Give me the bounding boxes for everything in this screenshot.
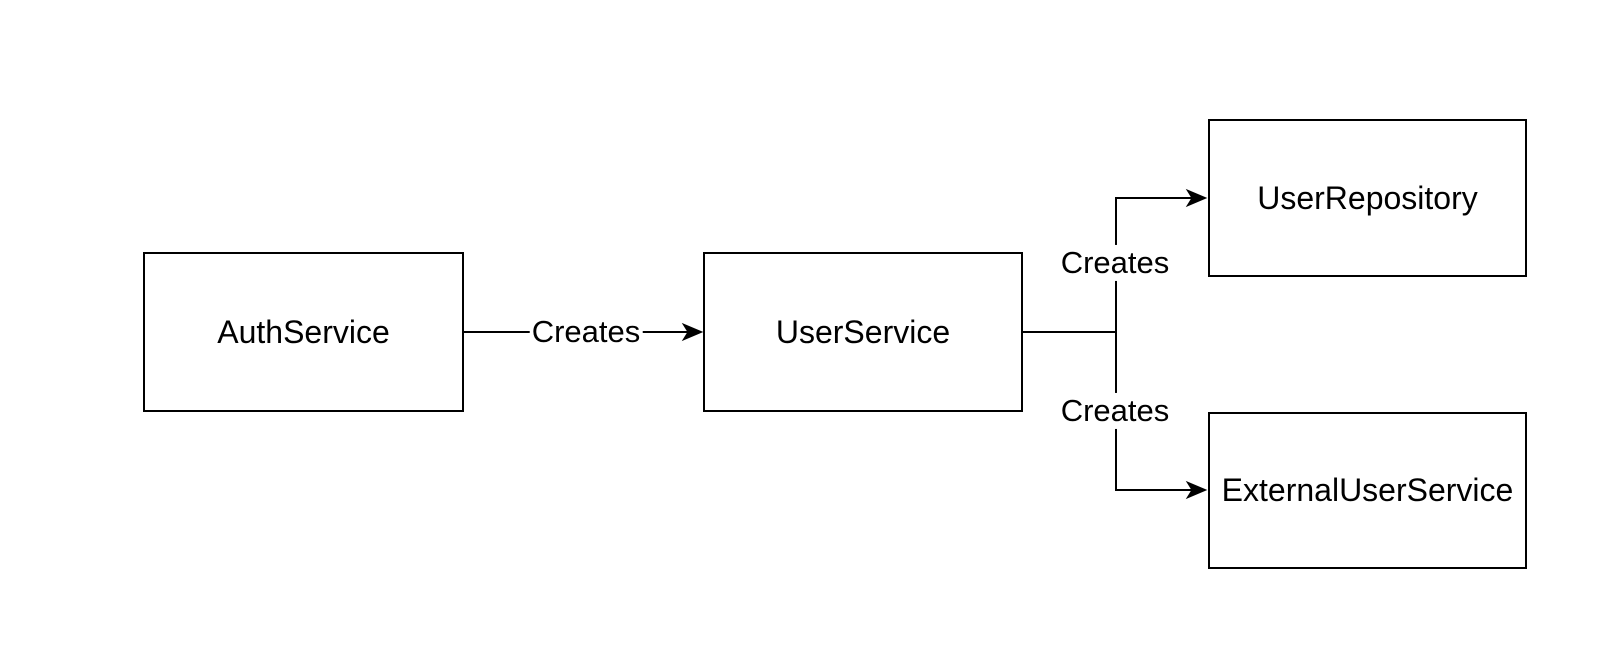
edge-label-auth-creates-user[interactable]: Creates	[529, 313, 643, 351]
edge-line	[1115, 332, 1192, 491]
node-auth-service-label: AuthService	[217, 313, 390, 350]
node-external-user-service[interactable]: ExternalUserService	[1208, 412, 1527, 569]
node-user-service-label: UserService	[775, 313, 951, 350]
node-user-service[interactable]: UserService	[703, 252, 1023, 412]
edge-label-user-creates-repository[interactable]: Creates	[1058, 244, 1172, 282]
node-user-repository-label: UserRepository	[1257, 179, 1478, 216]
node-user-repository[interactable]: UserRepository	[1208, 119, 1527, 277]
arrowhead-icon	[1185, 188, 1208, 208]
node-auth-service[interactable]: AuthService	[143, 252, 464, 412]
arrowhead-icon	[1185, 480, 1208, 500]
arrowhead-icon	[681, 322, 704, 342]
edge-label-user-creates-external[interactable]: Creates	[1058, 392, 1172, 430]
edge-user-creates-external[interactable]	[1115, 332, 1208, 500]
node-external-user-service-label: ExternalUserService	[1221, 472, 1514, 509]
